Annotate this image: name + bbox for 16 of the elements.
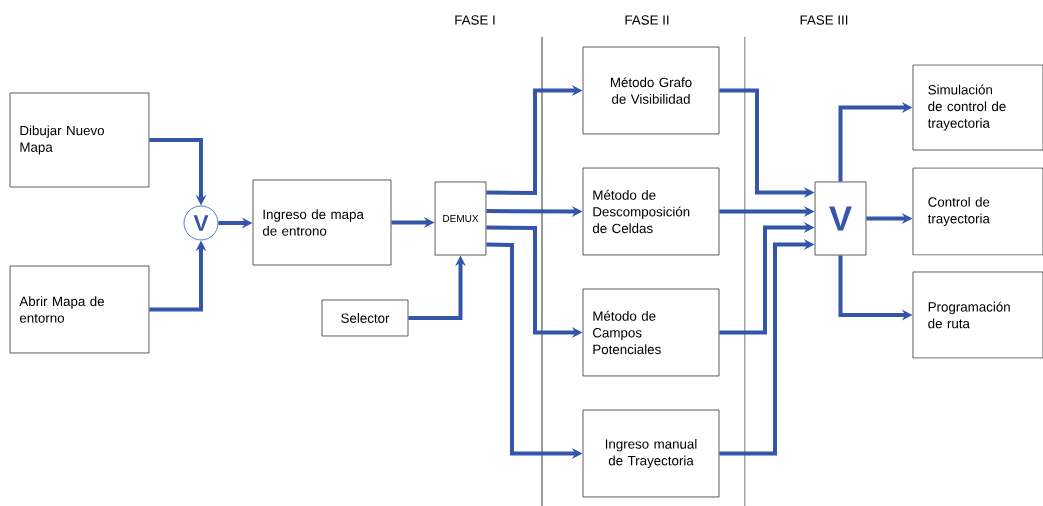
- phase-label: FASE III: [800, 15, 848, 25]
- process-box: Método de Descomposición de Celdas: [582, 167, 720, 256]
- process-box: Ingreso manual de Trayectoria: [582, 409, 720, 498]
- output-box: Programación de ruta: [912, 271, 1043, 359]
- phase-label: FASE I: [455, 15, 495, 25]
- process-box: Método Grafo de Visibilidad: [582, 46, 720, 135]
- output-box: Control de trayectoria: [912, 167, 1043, 256]
- process-box: Dibujar Nuevo Mapa: [9, 92, 150, 188]
- selector-box: Selector: [321, 299, 409, 337]
- output-box: Simulación de control de trayectoria: [912, 64, 1043, 151]
- process-box: Ingreso de mapa de entrono: [252, 179, 392, 266]
- demux-box: DEMUX: [434, 181, 487, 256]
- phase-label: FASE II: [625, 15, 669, 25]
- process-box: Método de Campos Potenciales: [582, 288, 720, 377]
- process-box: Abrir Mapa de entorno: [9, 265, 150, 354]
- or-box: V: [814, 181, 867, 256]
